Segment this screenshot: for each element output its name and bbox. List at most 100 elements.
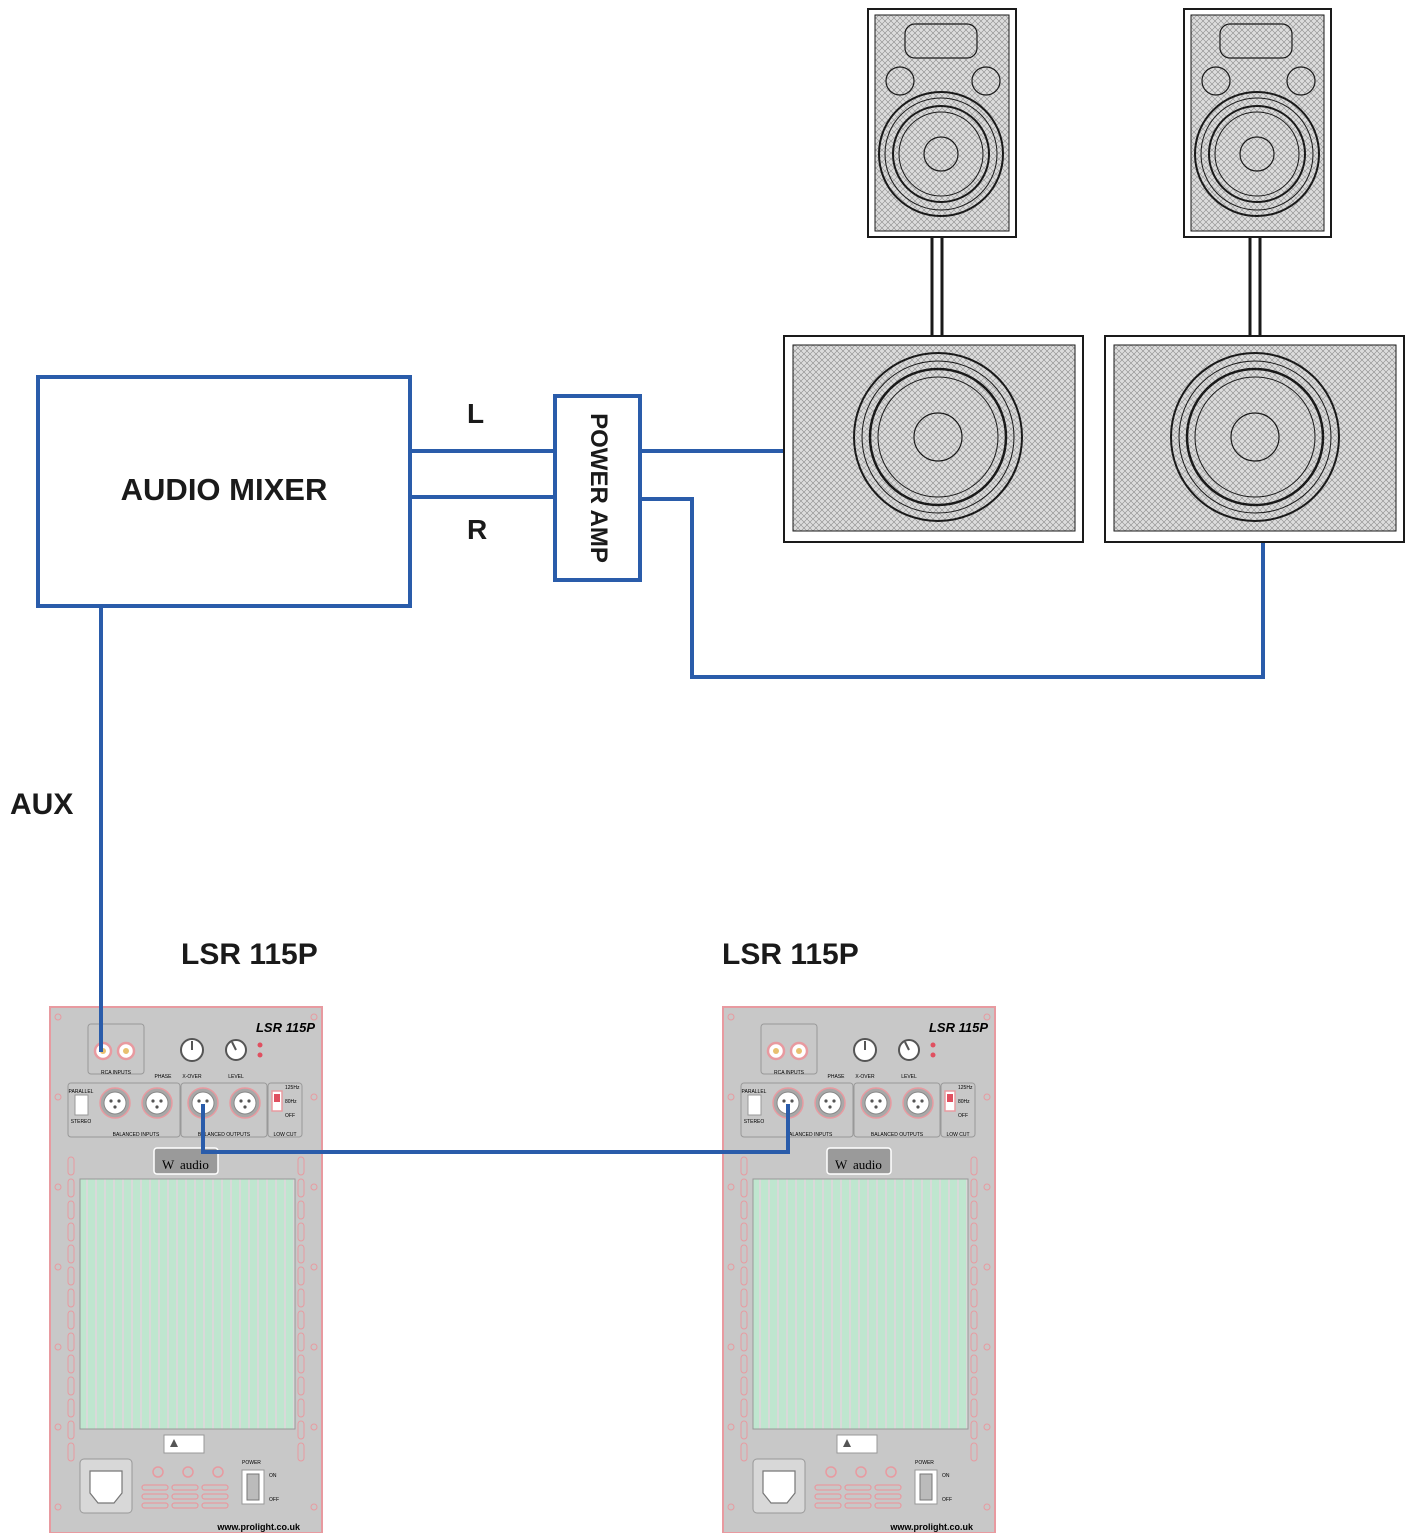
woofer-cone [878,91,1004,217]
vent-grill [201,1493,229,1500]
rca-group-frame [760,1023,818,1075]
screw-hole [727,1343,735,1351]
power-label: POWER [915,1460,934,1466]
power-rocker [246,1473,260,1501]
vent-slot-left [67,1288,75,1308]
website-url: www.prolight.co.uk [216,1522,301,1532]
warning-triangle-icon [170,1439,178,1447]
xlr-input-left-face [103,1091,127,1115]
low-cut-frame [940,1082,976,1138]
freq-80-label: 80Hz [285,1099,297,1105]
brand-logo-w-icon: W [162,1157,175,1172]
xlr-output-left-pin [874,1105,878,1109]
passive-sub-right [1104,335,1405,543]
screw-hole [54,1423,62,1431]
vent-slot-left [740,1266,748,1286]
screw-hole [310,1423,318,1431]
warning-label [836,1434,878,1454]
xlr-input-left-pin [790,1099,794,1103]
screw-hole [310,1013,318,1021]
balanced-outputs-label: BALANCED OUTPUTS [198,1132,251,1138]
screw-hole [983,1093,991,1101]
vent-slot-left [740,1332,748,1352]
vent-slot-right [297,1310,305,1330]
active-led [930,1052,936,1058]
screw-hole [727,1263,735,1271]
balanced-inputs-label: BALANCED INPUTS [786,1132,833,1138]
xlr-output-left-pin [870,1099,874,1103]
vent-slot-left [67,1442,75,1462]
vent-slot-right [970,1178,978,1198]
screw-hole [54,1183,62,1191]
vent-slot-right [297,1266,305,1286]
xlr-output-left-pin [878,1099,882,1103]
sub-1-model-label: LSR 115P [181,938,318,971]
level-label: LEVEL [901,1074,917,1080]
stereo-label: STEREO [744,1119,765,1125]
screw-hole [983,1343,991,1351]
vent-slot-left [740,1200,748,1220]
vent-slot-left [67,1310,75,1330]
power-off-label: OFF [269,1497,279,1503]
warning-label [163,1434,205,1454]
level-label: LEVEL [228,1074,244,1080]
warning-triangle-icon [843,1439,851,1447]
xlr-output-right-pin [916,1105,920,1109]
vent-slot-right [297,1244,305,1264]
screw-hole [310,1263,318,1271]
vent-slot-left [67,1420,75,1440]
vent-slot-left [740,1178,748,1198]
xlr-input-left-pin [782,1099,786,1103]
xlr-input-right-pin [155,1105,159,1109]
vent-slot-right [970,1288,978,1308]
speaker-poles [930,237,1262,336]
vent-slot-left [740,1376,748,1396]
heat-sink [752,1178,969,1430]
phase-label: PHASE [155,1074,173,1080]
vent-slot-left [740,1442,748,1462]
vent-grill [874,1484,902,1491]
panel-model-title: LSR 115P [929,1020,988,1035]
level-knob-pointer [231,1041,237,1051]
vent-slot-left [740,1310,748,1330]
power-on-label: ON [942,1473,950,1479]
vent-grill [814,1493,842,1500]
low-cut-switch-knob [274,1094,280,1102]
screw-hole [54,1013,62,1021]
vent-slot-right [297,1398,305,1418]
vent-slot-right [970,1332,978,1352]
rca-right-pin [123,1048,129,1054]
xlr-input-right-pin [824,1099,828,1103]
xlr-output-right-pin [247,1099,251,1103]
vent-slot-right [970,1420,978,1440]
screw-hole [54,1503,62,1511]
woofer-cone [1194,91,1320,217]
xlr-output-left-pin [205,1099,209,1103]
vent-slot-right [297,1442,305,1462]
rca-inputs-label: RCA INPUTS [101,1070,132,1076]
vent-slot-left [740,1398,748,1418]
stereo-label: STEREO [71,1119,92,1125]
xlr-input-left-pin [117,1099,121,1103]
speakon-icon [152,1466,164,1478]
vent-grill [874,1502,902,1509]
speakon-icon [855,1466,867,1478]
balanced-outputs-label: BALANCED OUTPUTS [871,1132,924,1138]
vent-grill [171,1484,199,1491]
rca-right-pin [796,1048,802,1054]
xlr-input-right-face [818,1091,842,1115]
vent-slot-left [67,1178,75,1198]
brand-logo-badge [826,1147,892,1175]
vent-slot-right [297,1376,305,1396]
vent-slot-right [970,1310,978,1330]
vent-slot-right [970,1354,978,1374]
power-on-label: ON [269,1473,277,1479]
vent-slot-left [67,1354,75,1374]
low-cut-frame [267,1082,303,1138]
brand-logo-text: audio [180,1157,209,1172]
freq-125-label: 125Hz [958,1085,973,1091]
active-led [257,1052,263,1058]
